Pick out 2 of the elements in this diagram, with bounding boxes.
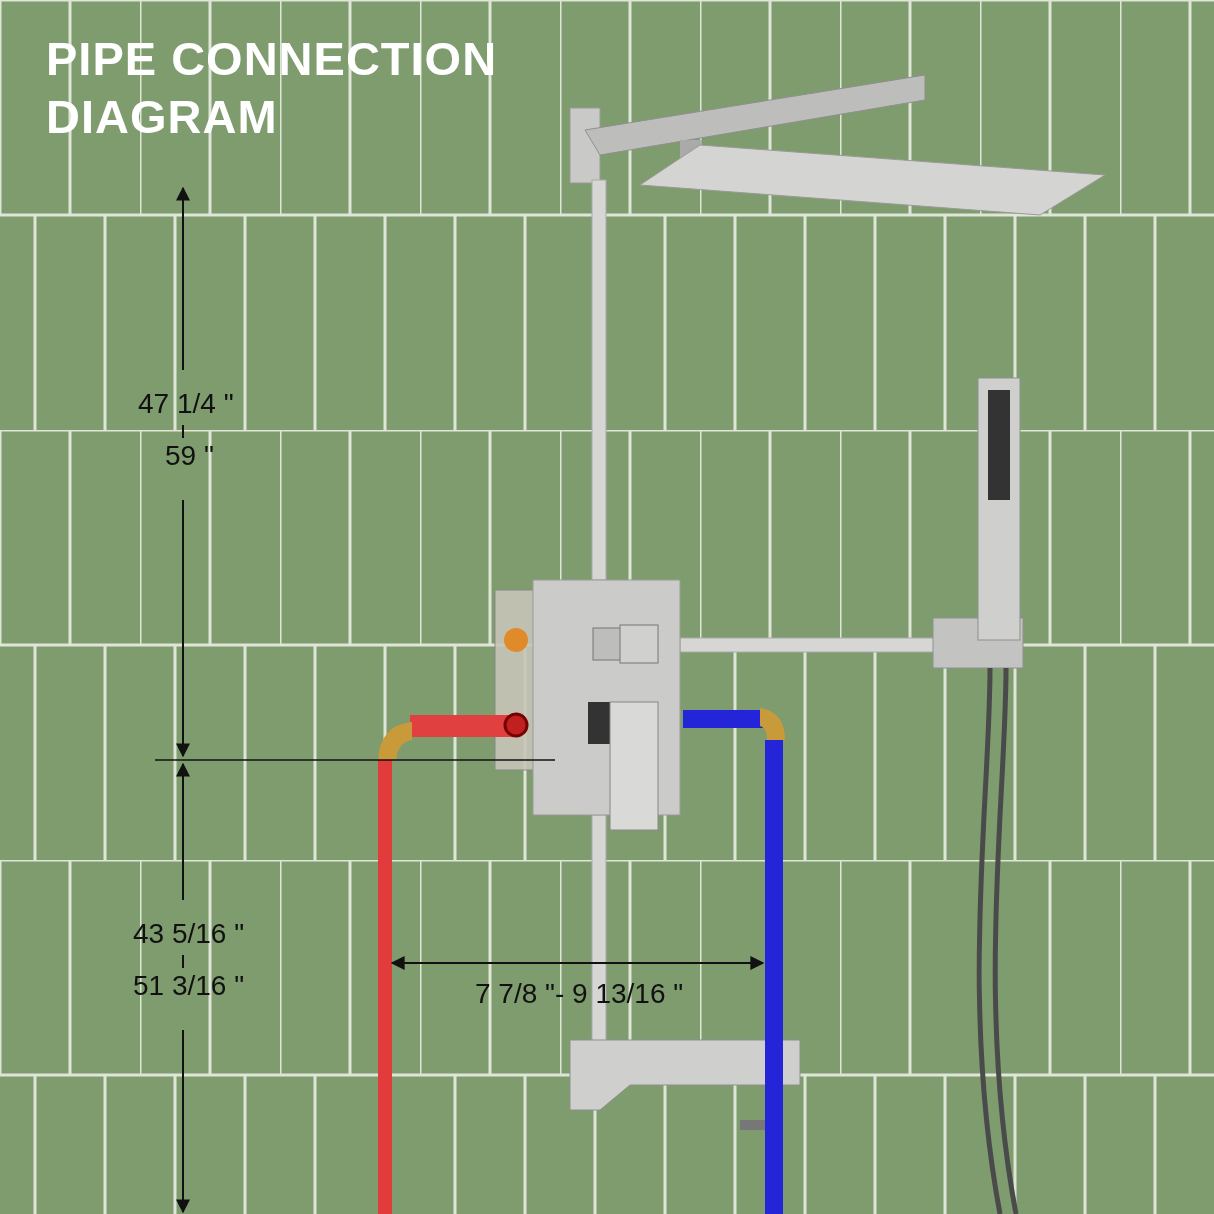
dimension-label: 59 " [165,440,214,472]
dimension-label: 47 1/4 " [138,388,234,420]
